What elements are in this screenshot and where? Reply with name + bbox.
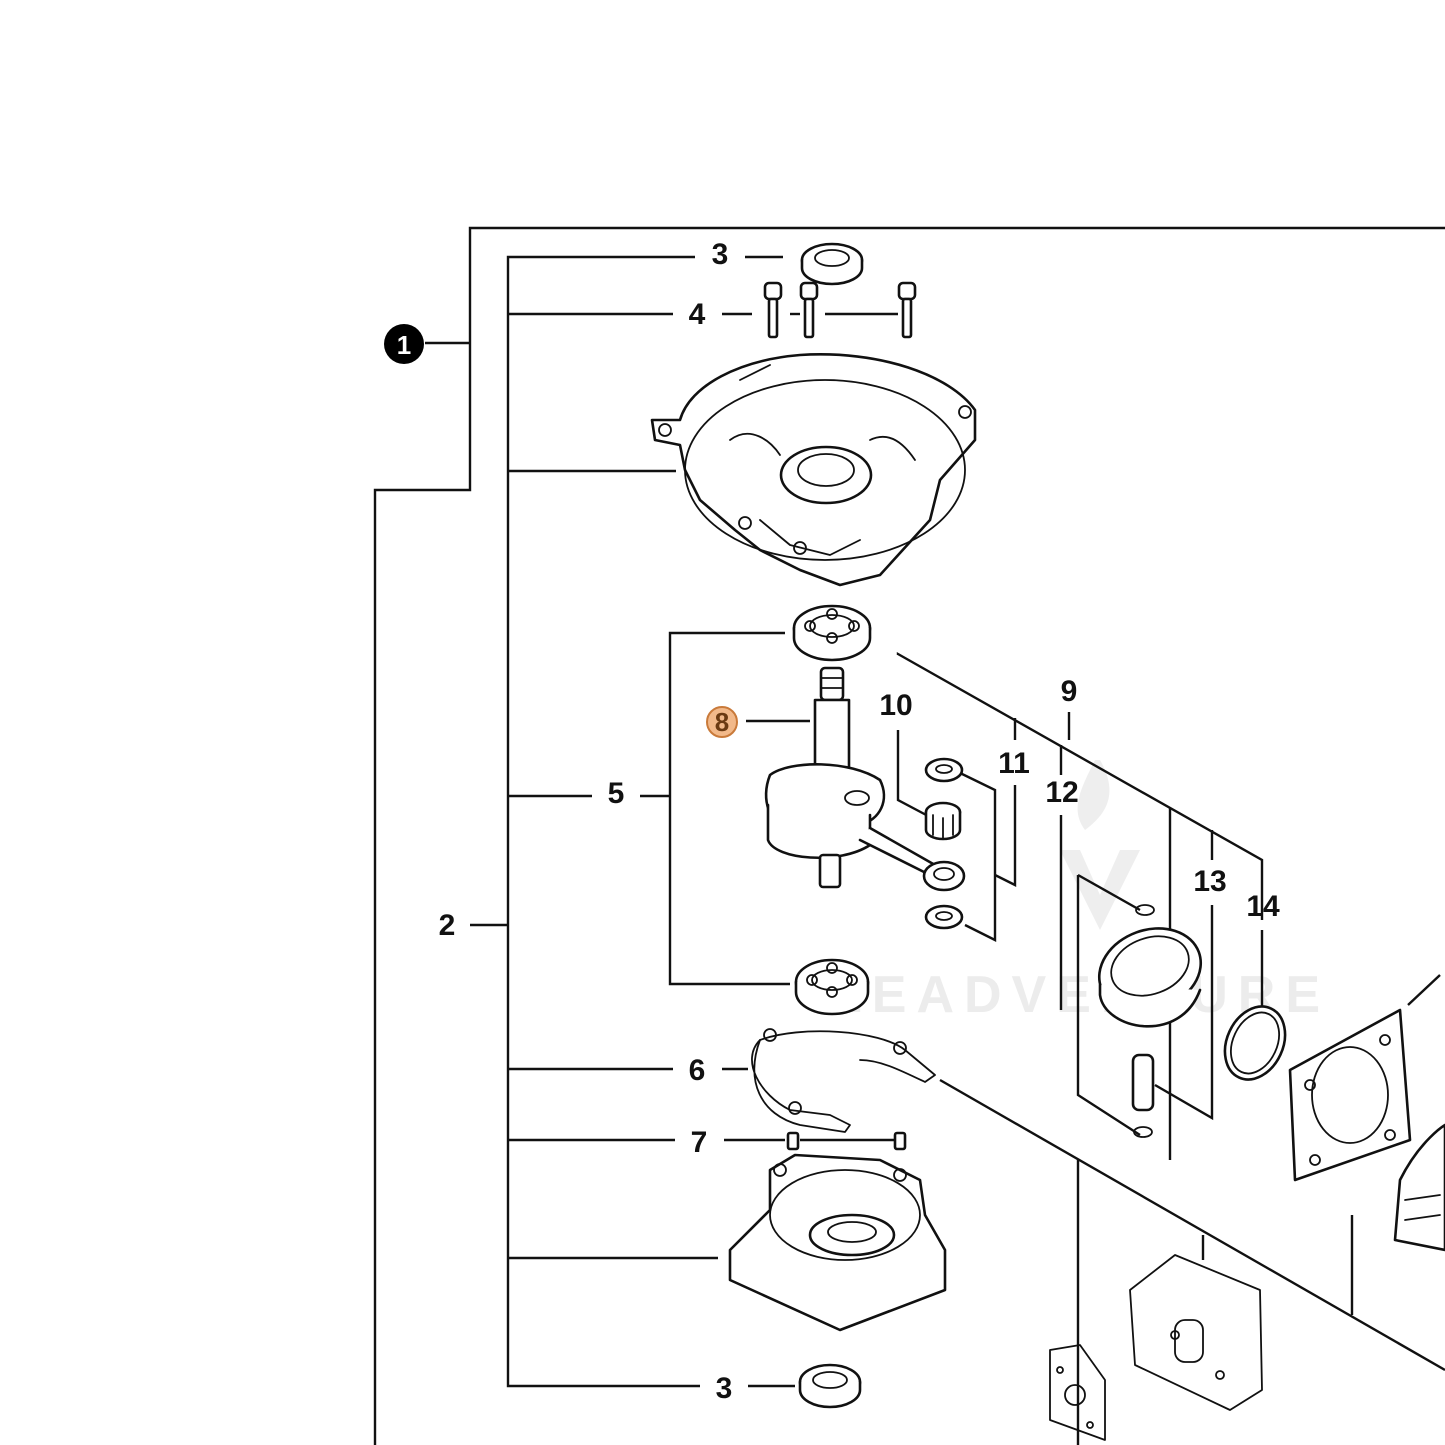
washer-top-part[interactable]	[924, 757, 964, 783]
crankcase-gasket-part[interactable]	[751, 1028, 936, 1133]
crankshaft-part[interactable]	[764, 666, 937, 889]
callout-labels: 1 2 3 4 5 6 7 8 9 10 11 12 13 14 3	[384, 238, 1280, 1405]
needle-bearing-part[interactable]	[924, 801, 962, 841]
circlip-bottom-part[interactable]	[1133, 1126, 1153, 1138]
cylinder-part[interactable]	[1393, 1123, 1445, 1252]
insulator-gasket-part[interactable]	[1049, 1344, 1106, 1441]
dowel-pins-part[interactable]	[786, 1131, 907, 1151]
callout-14[interactable]: 14	[1246, 890, 1280, 923]
ball-bearing-top-part[interactable]	[792, 604, 872, 662]
washer-bottom-part[interactable]	[924, 904, 964, 930]
callout-10[interactable]: 10	[879, 689, 912, 722]
callout-3-bottom[interactable]: 3	[716, 1372, 733, 1405]
ball-bearing-bottom-part[interactable]	[794, 958, 870, 1016]
intake-gasket-part[interactable]	[1129, 1254, 1263, 1411]
callout-3-top[interactable]: 3	[712, 238, 729, 271]
screws-part[interactable]	[763, 281, 917, 339]
callout-11[interactable]: 11	[998, 747, 1030, 780]
piston-pin-part[interactable]	[1131, 1053, 1155, 1112]
crankcase-upper-part[interactable]	[650, 353, 977, 587]
cylinder-gasket-part[interactable]	[1288, 1008, 1412, 1182]
connecting-rod-end-part[interactable]	[922, 860, 966, 892]
callout-6[interactable]: 6	[689, 1054, 706, 1087]
callout-1: 1	[397, 330, 411, 360]
callout-8-badge[interactable]: 8	[706, 706, 738, 738]
watermark-text: LEADVENTURE	[830, 966, 1330, 1024]
callout-13[interactable]: 13	[1193, 865, 1226, 898]
callout-7[interactable]: 7	[691, 1126, 708, 1159]
crankcase-lower-part[interactable]	[728, 1153, 947, 1332]
watermark: LEADVENTURE	[830, 760, 1330, 1024]
callout-4[interactable]: 4	[689, 298, 706, 331]
callout-12[interactable]: 12	[1045, 776, 1078, 809]
callout-9[interactable]: 9	[1061, 675, 1078, 708]
callout-8: 8	[715, 707, 729, 737]
callout-2[interactable]: 2	[439, 909, 456, 942]
oil-seal-top-part[interactable]	[800, 242, 864, 286]
piston-ring-part[interactable]	[1214, 997, 1297, 1090]
callout-1-badge[interactable]: 1	[384, 324, 424, 364]
oil-seal-bottom-part[interactable]	[798, 1363, 862, 1409]
piston-part[interactable]	[1087, 915, 1212, 1028]
callout-5[interactable]: 5	[608, 777, 625, 810]
bracket-lines	[373, 226, 1445, 1445]
circlip-top-part[interactable]	[1135, 904, 1155, 916]
